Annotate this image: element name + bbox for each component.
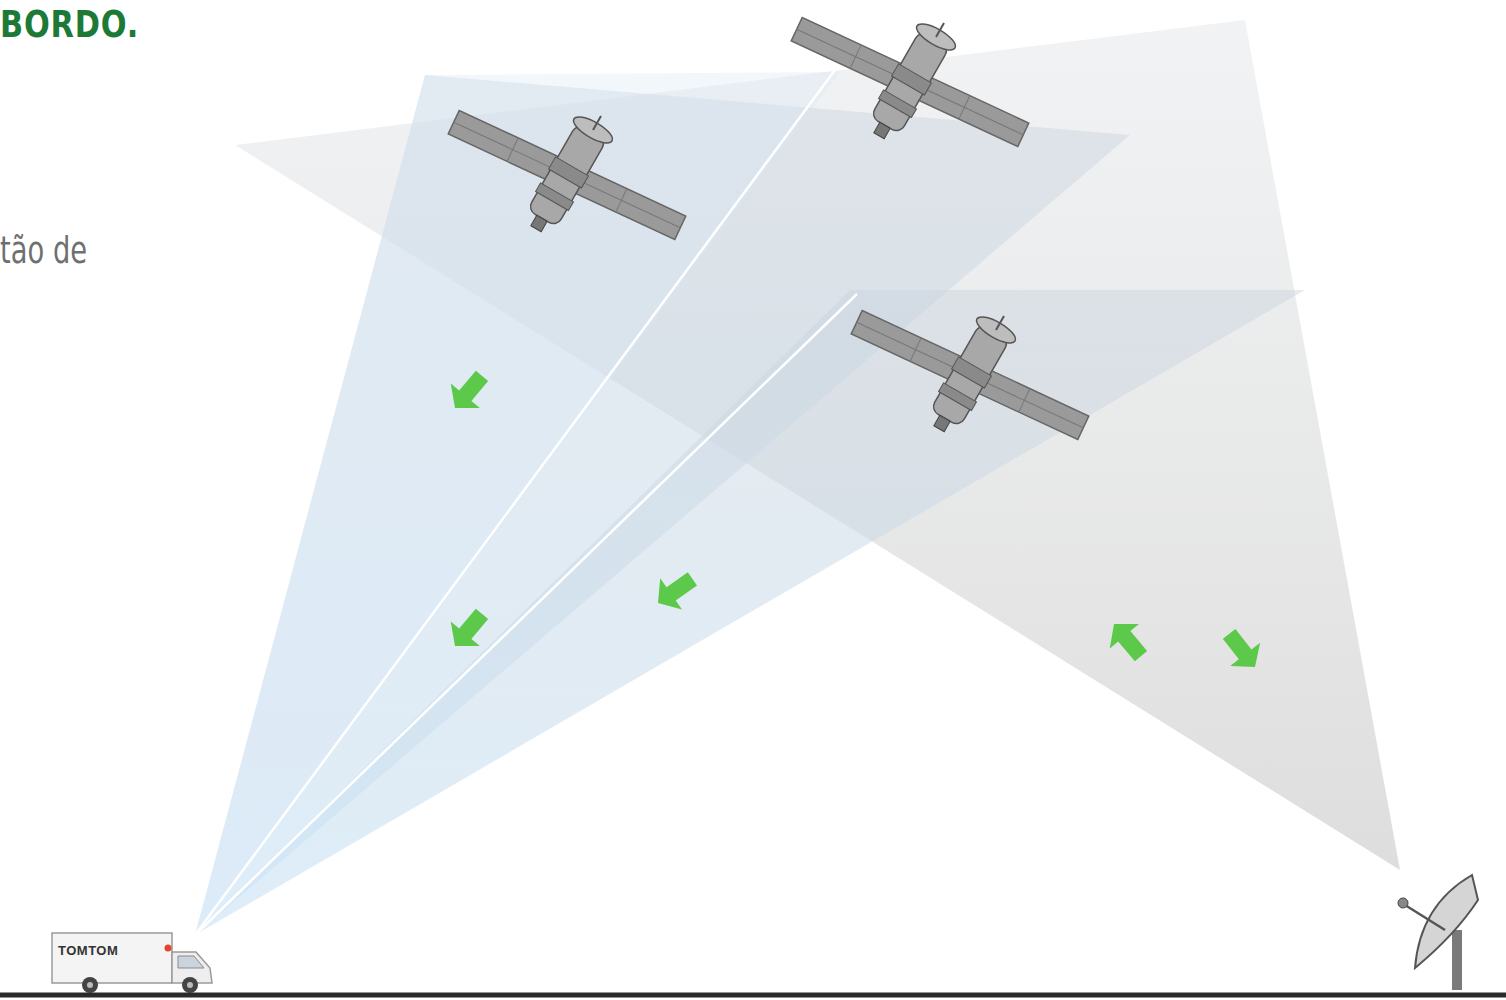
ground-line xyxy=(0,993,1506,998)
satellite xyxy=(448,105,686,240)
truck xyxy=(52,933,212,993)
satellite xyxy=(791,12,1029,147)
signal-line xyxy=(195,294,857,935)
ground-dish xyxy=(1398,875,1478,990)
direction-arrow xyxy=(440,364,496,421)
direction-arrow xyxy=(440,602,496,659)
direction-arrow xyxy=(647,563,703,618)
body-text: tão de xyxy=(0,228,87,272)
satellite xyxy=(851,305,1089,440)
direction-arrow xyxy=(1099,612,1155,669)
signal-line xyxy=(195,70,835,935)
direction-arrow xyxy=(1214,622,1270,678)
truck-logo: TOMTOM xyxy=(58,943,118,958)
heading: BORDO. xyxy=(0,2,139,46)
